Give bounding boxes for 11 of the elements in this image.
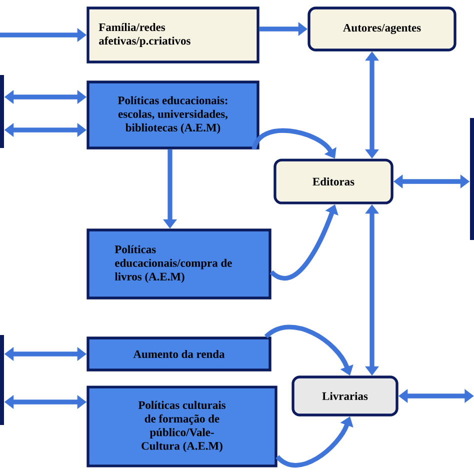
process-box: Políticas culturais de formação de público/Vale-Cultura (A.E.M): [86, 386, 278, 468]
side-bar: [0, 335, 4, 425]
process-box: Políticas educacionais/compra de livros (A.E.M): [86, 228, 272, 300]
side-bar: [0, 74, 4, 148]
process-box: Família/redes afetivas/p.criativos: [86, 6, 260, 64]
actor-box: Livrarias: [292, 376, 398, 416]
actor-box: Editoras: [274, 158, 394, 204]
actor-box: Autores/agentes: [308, 6, 456, 52]
process-box: Políticas educacionais: escolas, universidades, bibliotecas (A.E.M): [86, 80, 260, 150]
process-box: Aumento da renda: [86, 336, 272, 372]
side-bar: [470, 118, 474, 240]
